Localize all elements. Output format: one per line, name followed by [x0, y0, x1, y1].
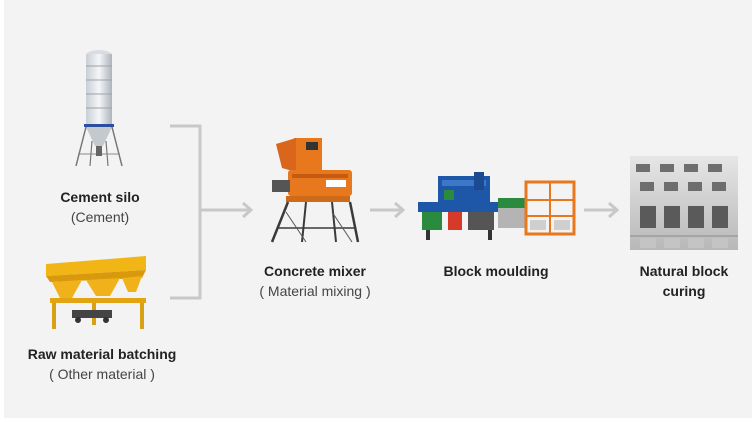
cement-silo-subtitle: (Cement) — [70, 209, 130, 225]
batching-machine-image — [42, 254, 152, 330]
curing-label: Natural block curing — [614, 262, 754, 300]
moulding-title: Block moulding — [443, 263, 549, 279]
batching-subtitle: ( Other material ) — [49, 366, 155, 382]
arrow-mixer-to-moulding — [368, 202, 408, 218]
moulding-label: Block moulding — [416, 262, 576, 280]
bracket-connector — [170, 124, 260, 300]
concrete-blocks-image — [630, 156, 738, 250]
mixer-title: Concrete mixer — [264, 263, 366, 279]
process-diagram: Cement silo (Cement) Raw material batchi… — [4, 0, 752, 418]
mixer-label: Concrete mixer ( Material mixing ) — [240, 262, 390, 300]
curing-title-line2: curing — [662, 283, 706, 299]
arrow-moulding-to-curing — [582, 202, 622, 218]
cement-silo-title: Cement silo — [60, 189, 140, 205]
batching-label: Raw material batching ( Other material ) — [14, 345, 190, 383]
concrete-mixer-image — [266, 132, 362, 246]
mixer-subtitle: ( Material mixing ) — [259, 283, 371, 299]
block-moulding-image — [414, 172, 576, 242]
cement-silo-image — [68, 46, 130, 168]
batching-title: Raw material batching — [27, 346, 177, 362]
cement-silo-label: Cement silo (Cement) — [28, 188, 172, 226]
curing-title-line1: Natural block — [639, 263, 729, 279]
